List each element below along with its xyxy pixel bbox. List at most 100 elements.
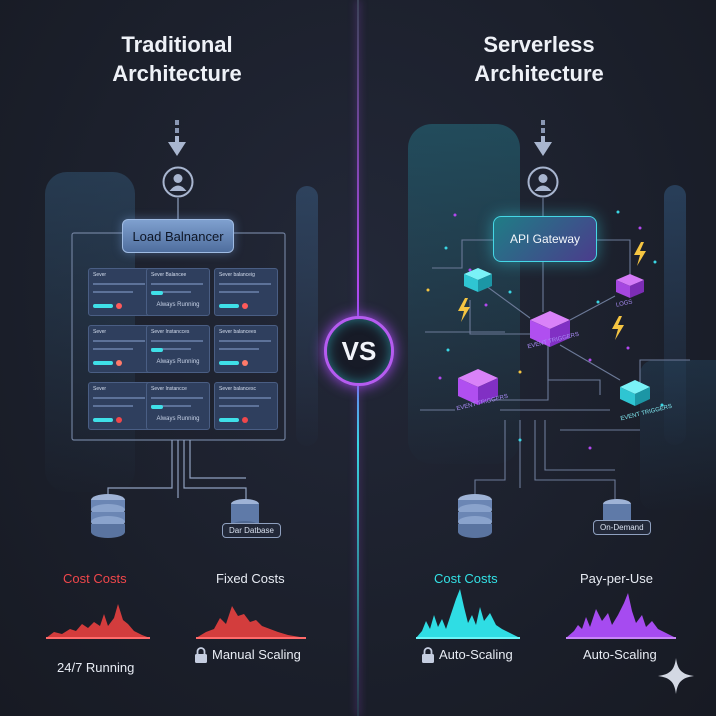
right-title-line1: Serverless xyxy=(483,32,595,57)
server-line xyxy=(219,397,271,399)
left-title-line1: Traditional xyxy=(121,32,233,57)
function-cube-purple-large xyxy=(530,311,570,347)
arrow-down-icon xyxy=(168,120,186,156)
user-icon xyxy=(162,166,194,198)
cost-graph-purple xyxy=(566,593,676,639)
right-caption-autoscale: Auto-Scaling xyxy=(439,647,513,662)
user-icon xyxy=(527,166,559,198)
api-gateway: API Gateway xyxy=(493,216,597,262)
server-label: Sever xyxy=(93,329,107,335)
arrow-down-icon xyxy=(534,120,552,156)
lightning-icon xyxy=(634,242,646,266)
server-status-bar xyxy=(219,304,239,308)
server-status-bar xyxy=(151,405,163,409)
server-status-bar xyxy=(93,361,113,365)
server-card: Sever balanceig xyxy=(214,268,278,316)
server-line xyxy=(151,340,203,342)
server-status-dot xyxy=(116,360,122,366)
server-card: Sever balancees xyxy=(214,325,278,373)
server-status-dot xyxy=(116,303,122,309)
server-line xyxy=(151,397,203,399)
server-status-bar xyxy=(219,361,239,365)
vs-badge: VS xyxy=(324,316,394,386)
right-title-line2: Architecture xyxy=(474,61,604,86)
server-line xyxy=(151,283,203,285)
lightning-icon xyxy=(612,316,624,340)
function-cube-purple xyxy=(616,274,644,298)
server-status-bar xyxy=(151,291,163,295)
server-line xyxy=(93,405,133,407)
lightning-icon xyxy=(458,298,470,322)
server-line xyxy=(93,291,133,293)
left-caption-manual: Manual Scaling xyxy=(212,647,301,662)
server-card: Sever xyxy=(88,268,152,316)
always-running-label: Always Running xyxy=(156,359,200,365)
server-label: Sever balancesc xyxy=(219,386,256,392)
lock-icon xyxy=(422,647,434,663)
server-status-dot xyxy=(242,303,248,309)
right-cost-label: Cost Costs xyxy=(434,571,498,586)
load-balancer: Load Balnancer xyxy=(122,219,234,253)
left-cost-label: Cost Costs xyxy=(63,571,127,586)
server-line xyxy=(219,405,259,407)
right-bg-pillar xyxy=(664,185,686,445)
server-line xyxy=(219,283,271,285)
server-status-dot xyxy=(242,417,248,423)
server-status-bar xyxy=(151,348,163,352)
server-label: Sever balancees xyxy=(219,329,257,335)
right-bg-glow xyxy=(408,124,520,464)
right-caption-autoscale-2: Auto-Scaling xyxy=(583,647,657,662)
left-db-label: Dar Datbase xyxy=(222,523,281,538)
server-card: Sever balancesc xyxy=(214,382,278,430)
function-cube-teal xyxy=(464,268,492,292)
server-line xyxy=(93,397,145,399)
left-title-line2: Architecture xyxy=(112,61,242,86)
left-title: Traditional Architecture xyxy=(27,30,327,88)
always-running-label: Always Running xyxy=(156,416,200,422)
server-label: Sever xyxy=(93,386,107,392)
server-label: Sever xyxy=(93,272,107,278)
cost-graph-red xyxy=(46,604,150,639)
lock-icon xyxy=(195,647,207,663)
server-line xyxy=(219,340,271,342)
always-running-label: Always Running xyxy=(156,302,200,308)
server-label: Sever Instancce xyxy=(151,386,187,392)
server-line xyxy=(93,348,133,350)
left-fixed-cost-label: Fixed Costs xyxy=(216,571,285,586)
server-line xyxy=(151,405,191,407)
database-icon xyxy=(458,494,492,538)
server-status-bar xyxy=(219,418,239,422)
server-line xyxy=(151,348,191,350)
sparkle-icon xyxy=(658,658,694,694)
cost-graph-teal xyxy=(416,589,520,639)
server-status-dot xyxy=(116,417,122,423)
function-cube-purple-large xyxy=(458,369,498,405)
database-icon xyxy=(91,494,125,538)
server-status-dot xyxy=(242,360,248,366)
server-line xyxy=(93,340,145,342)
vs-label: VS xyxy=(341,335,377,366)
server-line xyxy=(93,283,145,285)
right-pay-per-use-label: Pay-per-Use xyxy=(580,571,653,586)
server-label: Sever Instancces xyxy=(151,329,190,335)
server-line xyxy=(219,348,259,350)
server-label: Sever Balancee xyxy=(151,272,187,278)
left-bg-pillar xyxy=(296,186,318,446)
server-status-bar xyxy=(93,304,113,308)
server-label: Sever balanceig xyxy=(219,272,255,278)
function-cube-teal xyxy=(620,380,650,406)
server-line xyxy=(151,291,191,293)
cost-graph-red xyxy=(196,606,306,639)
right-db-label: On-Demand xyxy=(593,520,651,535)
server-card: Sever xyxy=(88,382,152,430)
left-caption-running: 24/7 Running xyxy=(57,660,135,675)
right-bg-block xyxy=(640,360,716,510)
server-line xyxy=(219,291,259,293)
server-status-bar xyxy=(93,418,113,422)
right-title: Serverless Architecture xyxy=(389,30,689,88)
